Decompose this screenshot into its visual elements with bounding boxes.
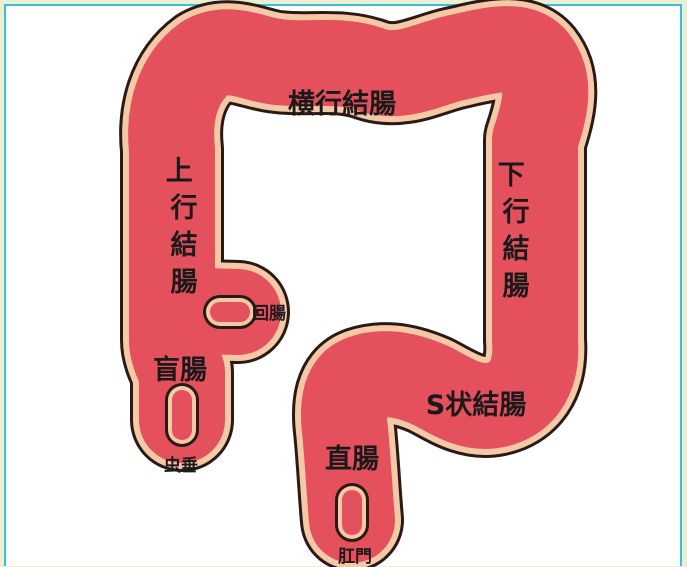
label-anus: 肛門 xyxy=(338,547,372,567)
label-ileum: 回腸 xyxy=(252,304,286,324)
label-appendix: 虫垂 xyxy=(164,455,198,476)
label-cecum: 盲腸 xyxy=(153,354,207,386)
label-transverse-colon: 横行結腸 xyxy=(288,88,396,120)
label-rectum: 直腸 xyxy=(325,444,379,475)
label-descending-colon: 下 行結腸 xyxy=(498,160,534,302)
label-sigmoid-colon: S状結腸 xyxy=(426,389,526,421)
label-ascending-colon: 上 行結腸 xyxy=(166,156,202,298)
